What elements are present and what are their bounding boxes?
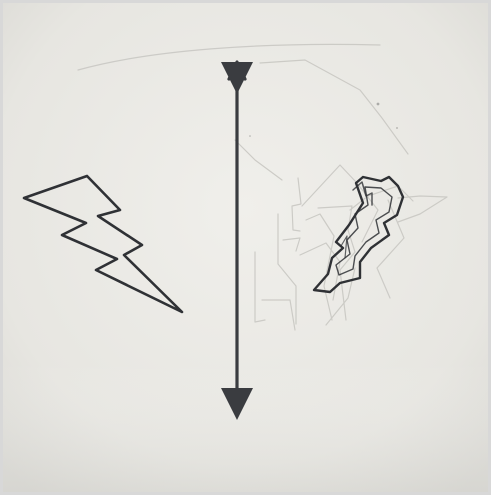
mirror-line-bottom-arrowhead xyxy=(227,395,247,414)
mirror-line-top-arrowhead xyxy=(227,60,247,81)
right-lightning-bolt xyxy=(312,175,405,294)
left-lightning-bolt xyxy=(22,174,184,314)
graphite-specks xyxy=(249,102,398,137)
paper-bottom-shadow xyxy=(0,360,491,495)
